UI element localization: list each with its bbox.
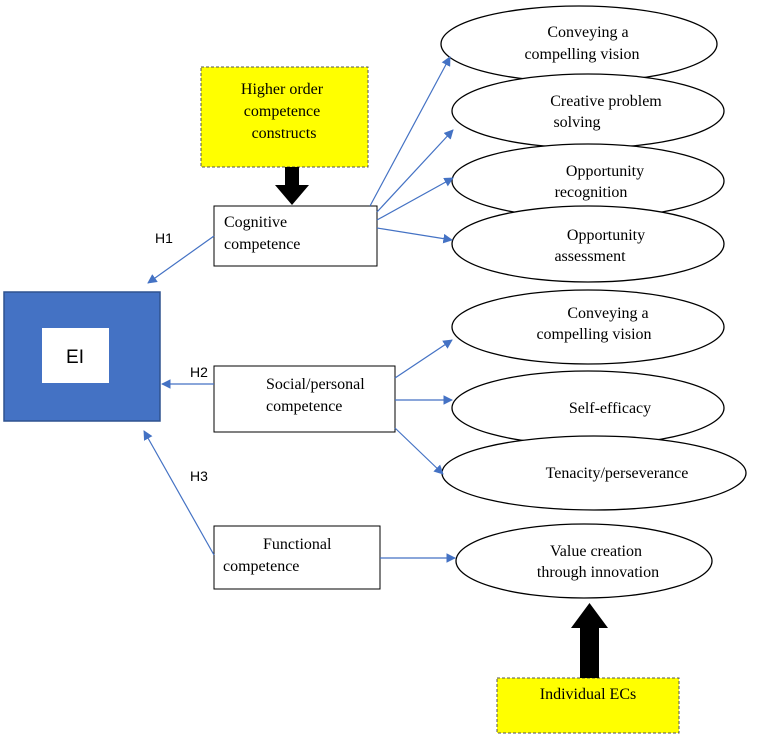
social-competence-box: Social/personal competence — [213, 365, 396, 433]
svg-text:Functional competence: Functional competence — [223, 536, 335, 575]
higher-order-box: Higher order competence constructs — [200, 66, 369, 168]
ec-recognition-line-1: Opportunity — [566, 163, 644, 180]
functional-competence-box: Functional competence — [213, 525, 381, 590]
ec-conveying-vision-2-line-1: Conveying a — [567, 305, 648, 322]
higher-order-line-2: competence — [244, 103, 320, 120]
ec-self-efficacy: Self-efficacy — [451, 370, 725, 446]
individual-ecs-label: Individual ECs — [540, 686, 636, 703]
ec-conveying-vision-2-line-2: compelling vision — [536, 326, 651, 343]
cognitive-line-2: competence — [224, 236, 300, 253]
svg-text:Higher order competence: Higher order competence constructs — [241, 81, 327, 142]
ec-conveying-vision-1-line-1: Conveying a — [547, 24, 628, 41]
cognitive-line-1: Cognitive — [224, 214, 287, 231]
functional-line-1: Functional — [263, 536, 332, 553]
arrow-social-to-tenacity — [394, 427, 444, 475]
cognitive-competence-box: Cognitive competence — [213, 205, 378, 267]
h2-label: H2 — [190, 364, 208, 380]
ec-tenacity: Tenacity/perseverance — [441, 435, 747, 511]
svg-text:Opportunity assessment: Opportunity assessment — [554, 227, 649, 265]
ec-value-creation-line-2: through innovation — [537, 564, 659, 581]
individual-ecs-box: Individual ECs — [496, 677, 680, 734]
social-line-2: competence — [266, 398, 342, 415]
svg-text:Opportunity recognition: Opportunity recognition — [555, 163, 649, 201]
ec-self-efficacy-label: Self-efficacy — [569, 400, 651, 417]
up-block-arrow — [571, 603, 608, 678]
arrow-cognitive-to-assessment — [376, 227, 453, 244]
arrow-cognitive-to-creative — [376, 129, 454, 213]
ec-conveying-vision-1-line-2: compelling vision — [524, 46, 639, 63]
ec-creative-problem-solving: Creative problem solving — [451, 73, 725, 149]
h1-label: H1 — [155, 230, 173, 246]
ec-opportunity-assessment: Opportunity assessment — [451, 205, 725, 283]
svg-text:Cognitive competence: Cognitive competence — [224, 214, 300, 253]
ec-conveying-vision-2: Conveying a compelling vision — [451, 289, 725, 365]
svg-text:Creative problem solving: Creative problem solving — [550, 93, 666, 131]
higher-order-line-3: constructs — [252, 125, 317, 142]
ec-creative-line-1: Creative problem — [550, 93, 662, 110]
svg-text:Conveying a compelling v: Conveying a compelling vision — [536, 305, 652, 343]
arrow-h1 — [147, 235, 215, 284]
ei-node: EI — [3, 291, 161, 422]
ec-tenacity-label: Tenacity/perseverance — [546, 465, 689, 482]
arrow-social-to-vision — [394, 339, 453, 379]
arrow-cognitive-to-recognition — [376, 177, 454, 221]
arrow-h3 — [143, 430, 215, 556]
svg-text:Social/personal competen: Social/personal competence — [266, 376, 369, 415]
ec-assessment-line-1: Opportunity — [567, 227, 645, 244]
functional-line-2: competence — [223, 558, 299, 575]
ec-value-creation: Value creation through innovation — [455, 523, 713, 599]
svg-text:Value creation through i: Value creation through innovation — [537, 543, 659, 581]
ec-assessment-line-2: assessment — [554, 248, 626, 265]
ec-conveying-vision-1: Conveying a compelling vision — [440, 5, 718, 83]
down-block-arrow — [275, 167, 309, 205]
ei-label: EI — [66, 347, 84, 368]
arrow-cognitive-to-vision — [369, 56, 451, 207]
svg-text:Conveying a compelling v: Conveying a compelling vision — [524, 24, 639, 63]
ec-recognition-line-2: recognition — [555, 184, 628, 201]
social-line-1: Social/personal — [266, 376, 365, 393]
ec-value-creation-line-1: Value creation — [550, 543, 642, 560]
ei-inner-box — [42, 328, 109, 383]
ec-opportunity-recognition: Opportunity recognition — [451, 143, 725, 219]
h3-label: H3 — [190, 468, 208, 484]
ec-creative-line-2: solving — [553, 114, 600, 131]
higher-order-line-1: Higher order — [241, 81, 324, 98]
